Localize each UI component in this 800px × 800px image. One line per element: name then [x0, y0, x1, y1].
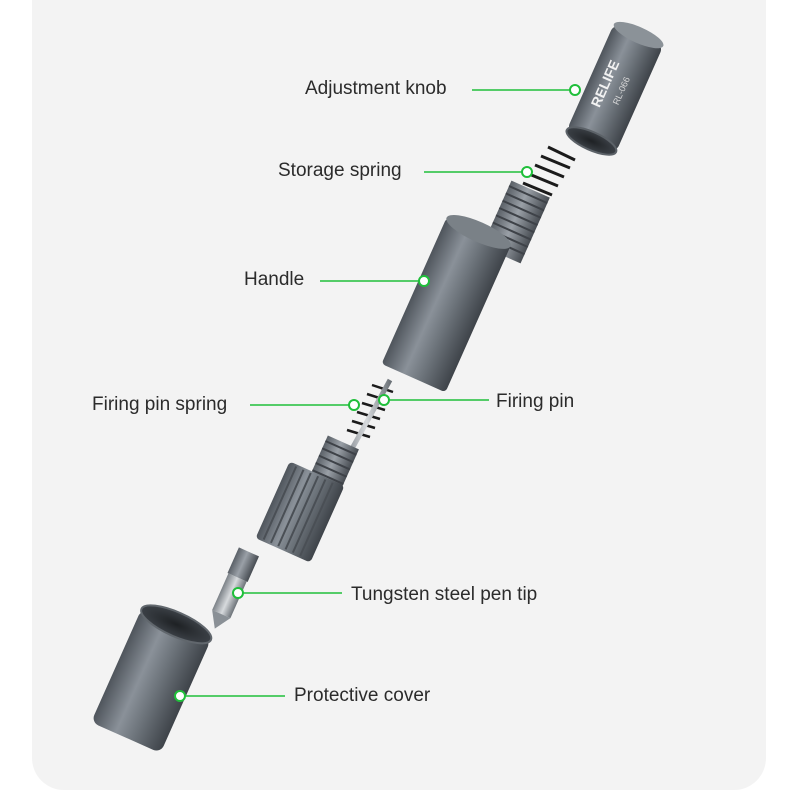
callout-dot-knob	[569, 84, 581, 96]
callout-dot-cover	[174, 690, 186, 702]
callout-dot-tip	[232, 587, 244, 599]
pen-tip-part	[212, 547, 259, 629]
protective-cover-part	[93, 604, 213, 751]
label-firing-pin: Firing pin	[496, 391, 575, 412]
label-firing-pin-spring: Firing pin spring	[92, 394, 228, 415]
adjustment-knob-part: RELIFE RL-066	[565, 21, 664, 156]
callout-lines	[174, 84, 581, 702]
label-storage-spring: Storage spring	[278, 160, 402, 181]
callout-dot-handle	[418, 275, 430, 287]
callout-dot-storage-spring	[521, 166, 533, 178]
callout-dot-firing-pin	[378, 394, 390, 406]
label-protective-cover: Protective cover	[294, 685, 431, 706]
handle-part	[382, 215, 511, 392]
label-adjustment-knob: Adjustment knob	[305, 78, 447, 99]
label-handle: Handle	[244, 269, 305, 290]
storage-spring-part	[516, 145, 576, 206]
knurled-body-part	[256, 462, 344, 562]
callout-dot-firing-spring	[348, 399, 360, 411]
firing-pin-spring-part	[346, 383, 394, 439]
label-pen-tip: Tungsten steel pen tip	[351, 584, 538, 605]
